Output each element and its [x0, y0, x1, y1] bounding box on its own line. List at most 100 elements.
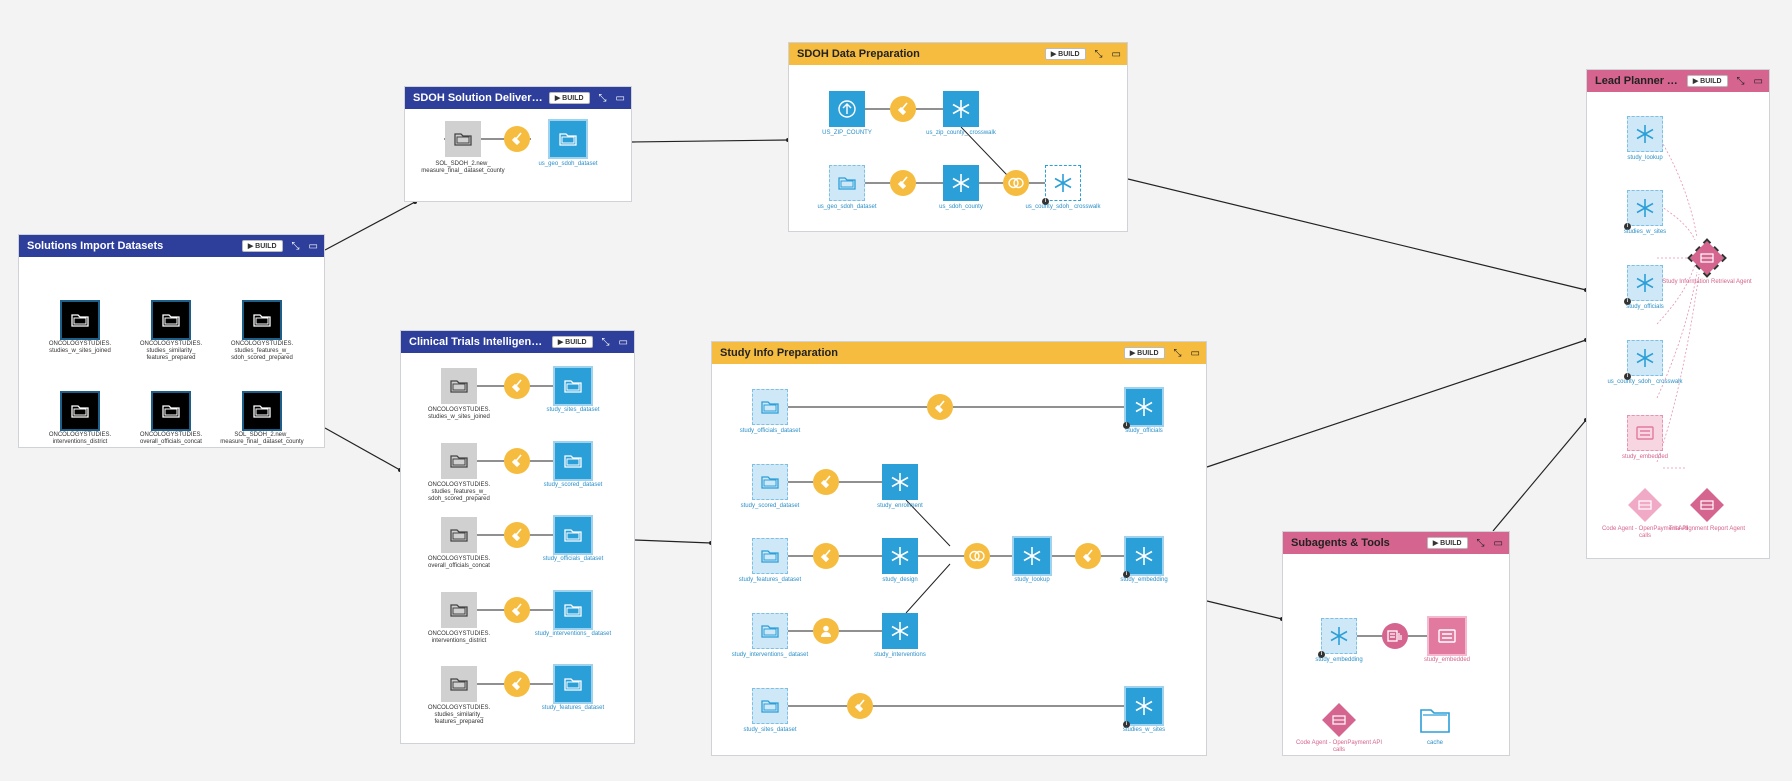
dataset-node[interactable] — [1124, 686, 1164, 726]
group-recipe[interactable] — [813, 618, 839, 644]
zone-study-info-preparation[interactable]: Study Info Preparation ▶ BUILD ⤡ ▭ study… — [711, 341, 1207, 756]
zone-header[interactable]: Solutions Import Datasets ▶ BUILD ⤡ ▭ — [19, 235, 324, 257]
zone-lead-planner-agent[interactable]: Lead Planner Age... ▶ BUILD ⤡ ▭ study_lo… — [1586, 69, 1770, 559]
dataset-node[interactable] — [943, 91, 979, 127]
dataset-node[interactable] — [553, 664, 593, 704]
prepare-recipe[interactable] — [504, 522, 530, 548]
dataset-node[interactable] — [1627, 340, 1663, 376]
dataset-node[interactable] — [882, 613, 918, 649]
retrieval-agent-node[interactable] — [1687, 238, 1727, 278]
dataset-node[interactable] — [553, 441, 593, 481]
info-icon[interactable]: i — [1123, 422, 1130, 429]
prepare-recipe[interactable] — [813, 469, 839, 495]
dataset-node[interactable] — [752, 613, 788, 649]
dataset-node[interactable] — [60, 300, 100, 340]
info-icon[interactable]: i — [1123, 721, 1130, 728]
dataset-node[interactable] — [1321, 618, 1357, 654]
prepare-recipe[interactable] — [890, 96, 916, 122]
prepare-recipe[interactable] — [504, 597, 530, 623]
build-button[interactable]: ▶ BUILD — [1426, 537, 1468, 549]
dataset-node[interactable] — [441, 592, 477, 628]
maximize-icon[interactable]: ▭ — [1493, 537, 1503, 549]
zone-header[interactable]: Study Info Preparation ▶ BUILD ⤡ ▭ — [712, 342, 1206, 364]
knowledge-bank-node[interactable] — [1627, 415, 1663, 451]
dataset-node[interactable] — [441, 443, 477, 479]
dataset-node[interactable] — [553, 515, 593, 555]
maximize-icon[interactable]: ▭ — [308, 240, 318, 252]
build-button[interactable]: ▶ BUILD — [548, 92, 590, 104]
dataset-node[interactable] — [553, 590, 593, 630]
zone-header[interactable]: Subagents & Tools ▶ BUILD ⤡ ▭ — [1283, 532, 1509, 554]
info-icon[interactable]: i — [1624, 373, 1631, 380]
build-button[interactable]: ▶ BUILD — [1686, 75, 1728, 87]
dataset-node[interactable] — [752, 688, 788, 724]
info-icon[interactable]: i — [1318, 651, 1325, 658]
build-button[interactable]: ▶ BUILD — [1123, 347, 1165, 359]
dataset-node[interactable] — [1124, 536, 1164, 576]
dataset-node[interactable] — [829, 91, 865, 127]
join-recipe[interactable] — [964, 543, 990, 569]
zone-header[interactable]: Clinical Trials Intelligence D... ▶ BUIL… — [401, 331, 634, 353]
dataset-node[interactable] — [242, 300, 282, 340]
build-button[interactable]: ▶ BUILD — [1044, 48, 1086, 60]
zone-header[interactable]: Lead Planner Age... ▶ BUILD ⤡ ▭ — [1587, 70, 1769, 92]
dataset-node[interactable] — [441, 666, 477, 702]
prepare-recipe[interactable] — [890, 170, 916, 196]
dataset-node[interactable] — [441, 368, 477, 404]
maximize-icon[interactable]: ▭ — [618, 336, 628, 348]
knowledge-bank-node[interactable] — [1427, 616, 1467, 656]
info-icon[interactable]: i — [1624, 223, 1631, 230]
collapse-icon[interactable]: ⤡ — [1094, 48, 1103, 60]
build-button[interactable]: ▶ BUILD — [241, 240, 283, 252]
info-icon[interactable]: i — [1042, 198, 1049, 205]
zone-subagents-tools[interactable]: Subagents & Tools ▶ BUILD ⤡ ▭ i study_em… — [1282, 531, 1510, 756]
collapse-icon[interactable]: ⤡ — [1736, 75, 1745, 87]
zone-sdoh-solution-deliverables[interactable]: SDOH Solution Deliverables ▶ BUILD ⤡ ▭ S… — [404, 86, 632, 202]
dataset-node[interactable] — [1124, 387, 1164, 427]
prepare-recipe[interactable] — [504, 448, 530, 474]
dataset-node[interactable] — [151, 300, 191, 340]
dataset-node[interactable] — [882, 538, 918, 574]
code-agent-node[interactable] — [1322, 703, 1356, 737]
zone-header[interactable]: SDOH Data Preparation ▶ BUILD ⤡ ▭ — [789, 43, 1127, 65]
maximize-icon[interactable]: ▭ — [615, 92, 625, 104]
prepare-recipe[interactable] — [504, 671, 530, 697]
zone-clinical-trials-intelligence[interactable]: Clinical Trials Intelligence D... ▶ BUIL… — [400, 330, 635, 744]
dataset-node[interactable] — [829, 165, 865, 201]
collapse-icon[interactable]: ⤡ — [291, 240, 300, 252]
zone-sdoh-data-preparation[interactable]: SDOH Data Preparation ▶ BUILD ⤡ ▭ US_ZIP… — [788, 42, 1128, 232]
dataset-node[interactable] — [1627, 190, 1663, 226]
prepare-recipe[interactable] — [504, 126, 530, 152]
collapse-icon[interactable]: ⤡ — [1173, 347, 1182, 359]
folder-node[interactable] — [1417, 702, 1453, 738]
dataset-node[interactable] — [752, 389, 788, 425]
dataset-node[interactable] — [445, 121, 481, 157]
dataset-node[interactable] — [60, 391, 100, 431]
dataset-node[interactable] — [752, 464, 788, 500]
dataset-node[interactable] — [1627, 116, 1663, 152]
zone-solutions-import-datasets[interactable]: Solutions Import Datasets ▶ BUILD ⤡ ▭ ON… — [18, 234, 325, 448]
prepare-recipe[interactable] — [504, 373, 530, 399]
maximize-icon[interactable]: ▭ — [1190, 347, 1200, 359]
collapse-icon[interactable]: ⤡ — [1476, 537, 1485, 549]
maximize-icon[interactable]: ▭ — [1753, 75, 1763, 87]
dataset-node[interactable] — [882, 464, 918, 500]
prepare-recipe[interactable] — [927, 394, 953, 420]
build-button[interactable]: ▶ BUILD — [551, 336, 593, 348]
dataset-node[interactable] — [752, 538, 788, 574]
prepare-recipe[interactable] — [847, 693, 873, 719]
dataset-node[interactable] — [151, 391, 191, 431]
dataset-node[interactable] — [548, 119, 588, 159]
embed-recipe[interactable] — [1382, 623, 1408, 649]
prepare-recipe[interactable] — [1075, 543, 1101, 569]
info-icon[interactable]: i — [1123, 571, 1130, 578]
zone-header[interactable]: SDOH Solution Deliverables ▶ BUILD ⤡ ▭ — [405, 87, 631, 109]
dataset-node[interactable] — [1012, 536, 1052, 576]
maximize-icon[interactable]: ▭ — [1111, 48, 1121, 60]
dataset-node[interactable] — [1627, 265, 1663, 301]
dataset-node[interactable] — [242, 391, 282, 431]
info-icon[interactable]: i — [1624, 298, 1631, 305]
report-agent-node[interactable] — [1690, 488, 1724, 522]
dataset-node[interactable] — [553, 366, 593, 406]
code-agent-node[interactable] — [1628, 488, 1662, 522]
